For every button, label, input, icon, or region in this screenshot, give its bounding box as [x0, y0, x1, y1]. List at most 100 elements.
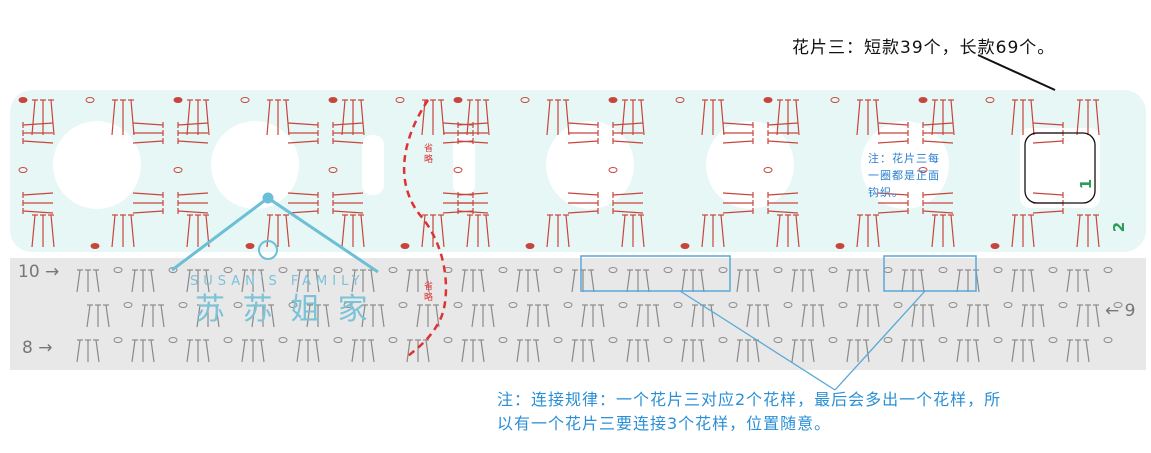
chain-red: [240, 97, 250, 103]
chain-gray: [508, 302, 518, 308]
stitch-dc: [186, 214, 191, 248]
stitch-dc-gray: [526, 304, 531, 328]
omit-label-bottom: 省略: [424, 282, 434, 303]
omit-label-top: 省略: [424, 144, 434, 165]
stitch-dc-gray: [645, 269, 650, 293]
chain-gray: [388, 267, 398, 273]
chain-gray: [993, 267, 1003, 273]
chain-red: [763, 167, 773, 173]
stitch-dc: [856, 99, 861, 136]
stitch-dc-gray: [76, 339, 81, 363]
stitch-dc-gray: [516, 339, 521, 363]
stitch-horizontal: [457, 192, 489, 196]
chain-gray: [168, 337, 178, 343]
stitch-dc: [1095, 99, 1100, 136]
chain-gray: [718, 337, 728, 343]
stitch-dc-gray: [370, 339, 375, 363]
stitch-dc-gray: [260, 339, 265, 363]
chain-red: [245, 243, 255, 249]
stitch-dc-gray: [975, 339, 980, 363]
stitch-horizontal: [287, 140, 319, 144]
chain-gray: [938, 267, 948, 273]
stitch-dc: [111, 99, 116, 136]
chain-gray: [673, 302, 683, 308]
stitch-dc: [266, 99, 271, 136]
stitch-horizontal: [612, 210, 644, 214]
stitch-dc-gray: [296, 339, 301, 363]
chain-gray: [1103, 337, 1113, 343]
stitch-horizontal: [612, 122, 644, 126]
stitch-horizontal: [567, 210, 599, 214]
stitch-horizontal: [132, 140, 164, 144]
stitch-dc: [640, 214, 645, 248]
stitch-dc: [1030, 99, 1035, 136]
stitch-dc-gray: [846, 339, 851, 363]
stitch-dc-gray: [351, 339, 356, 363]
stitch-dc-gray: [600, 304, 605, 328]
chain-red: [395, 97, 405, 103]
chain-gray: [553, 337, 563, 343]
stitch-dc-gray: [361, 304, 366, 328]
stitch-horizontal: [877, 122, 909, 126]
callout-line-1: [679, 290, 836, 391]
stitch-dc-gray: [406, 269, 411, 293]
stitch-dc-gray: [810, 269, 815, 293]
stitch-horizontal: [457, 140, 489, 144]
chain-red: [85, 97, 95, 103]
chain-gray: [663, 337, 673, 343]
stitch-dc: [701, 214, 706, 248]
stitch-dc: [856, 214, 861, 248]
stitch-dc-gray: [755, 339, 760, 363]
stitch-dc-gray: [1021, 304, 1026, 328]
chain-gray: [233, 302, 243, 308]
stitch-dc-gray: [86, 304, 91, 328]
stitch-dc: [31, 214, 36, 248]
stitch-dc: [546, 99, 551, 136]
chain-red: [173, 97, 183, 103]
stitch-dc-gray: [150, 269, 155, 293]
stitch-dc-gray: [865, 269, 870, 293]
stitch-dc: [50, 99, 55, 136]
stitch-dc: [360, 99, 365, 136]
stitch-dc-gray: [901, 269, 906, 293]
stitch-dc-gray: [710, 304, 715, 328]
stitch-dc-gray: [435, 304, 440, 328]
stitch-horizontal: [922, 122, 954, 126]
stitch-dc-gray: [315, 339, 320, 363]
stitch-horizontal: [457, 210, 489, 214]
stitch-horizontal: [22, 192, 54, 196]
chain-red: [763, 97, 773, 103]
row-9-label: ← 9: [1105, 301, 1136, 321]
stitch-dc-gray: [186, 339, 191, 363]
stitch-dc: [621, 214, 626, 248]
stitch-dc-gray: [626, 269, 631, 293]
stitch-dc: [485, 99, 490, 136]
stitch-horizontal: [722, 122, 754, 126]
stitch-dc-gray: [681, 269, 686, 293]
stitch-dc-gray: [215, 304, 220, 328]
chain-gray: [728, 302, 738, 308]
stitch-horizontal: [177, 210, 209, 214]
chain-gray: [1048, 267, 1058, 273]
stitch-dc-gray: [425, 269, 430, 293]
stitch-dc-gray: [1030, 269, 1035, 293]
stitch-horizontal: [332, 122, 364, 126]
stitch-horizontal: [722, 192, 754, 196]
row-10-label: 10 →: [18, 262, 60, 282]
chain-red: [835, 243, 845, 249]
chain-gray: [223, 267, 233, 273]
stitch-dc-gray: [590, 269, 595, 293]
bottom-note: 注：连接规律：一个花片三对应2个花样，最后会多出一个花样，所以有一个花片三要连接…: [497, 390, 1002, 433]
stitch-dc-gray: [920, 269, 925, 293]
motif-sample-outline: [1024, 132, 1096, 204]
stitch-dc-gray: [810, 339, 815, 363]
stitch-dc: [640, 99, 645, 136]
motif-center: [706, 121, 794, 209]
chain-gray: [663, 267, 673, 273]
stitch-horizontal: [767, 122, 799, 126]
stitch-dc-gray: [590, 339, 595, 363]
stitch-horizontal: [922, 210, 954, 214]
stitch-dc-gray: [856, 304, 861, 328]
stitch-horizontal: [877, 140, 909, 144]
